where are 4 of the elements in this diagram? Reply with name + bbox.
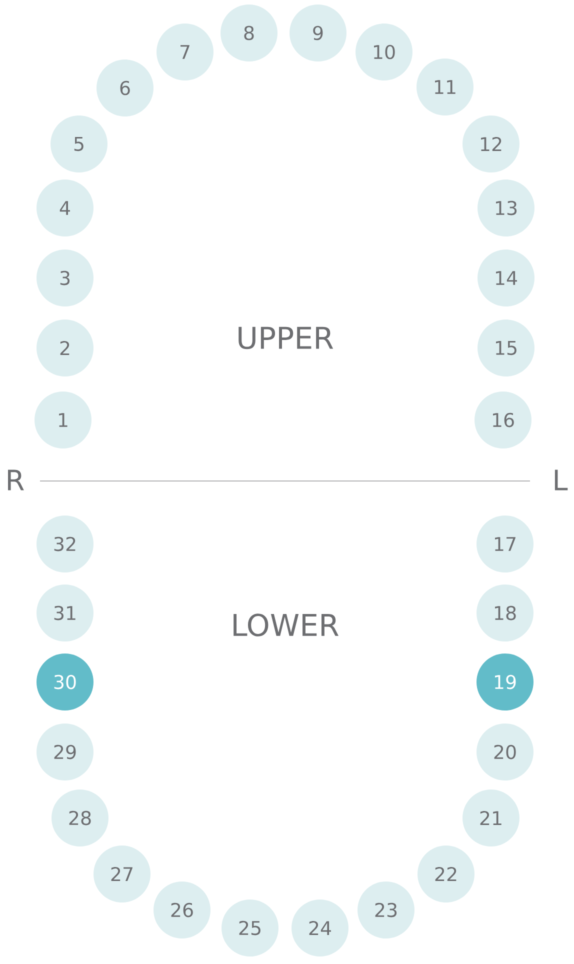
side-label: R xyxy=(8,470,24,490)
side-label: L xyxy=(554,470,568,490)
jaw-label: UPPER xyxy=(238,326,334,350)
jaw-label: LOWER xyxy=(234,614,339,636)
